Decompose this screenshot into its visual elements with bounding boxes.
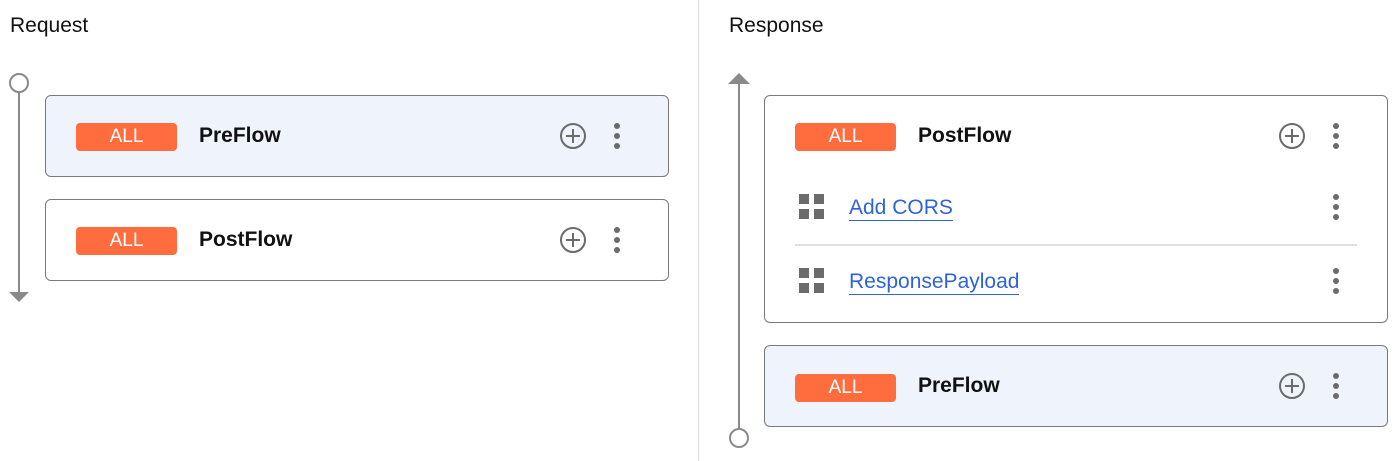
panel-divider xyxy=(698,0,699,461)
arrow-down-icon xyxy=(9,292,29,302)
step-divider xyxy=(795,244,1357,246)
more-vert-icon[interactable] xyxy=(613,123,621,151)
more-vert-icon[interactable] xyxy=(613,227,621,255)
timeline-line xyxy=(738,84,740,429)
arrow-up-icon xyxy=(728,73,750,84)
method-badge: ALL xyxy=(795,123,896,151)
add-circle-icon[interactable] xyxy=(1279,123,1305,149)
method-badge: ALL xyxy=(76,123,177,151)
flow-name: PreFlow xyxy=(199,124,281,147)
request-title: Request xyxy=(10,14,89,37)
flow-start-circle-icon xyxy=(9,73,29,93)
flow-name: PostFlow xyxy=(918,124,1012,147)
policy-grid-icon xyxy=(799,194,825,220)
more-vert-icon[interactable] xyxy=(1332,194,1340,222)
more-vert-icon[interactable] xyxy=(1332,123,1340,151)
flow-name: PreFlow xyxy=(918,374,1000,397)
step-link-response-payload[interactable]: ResponsePayload xyxy=(849,270,1020,295)
policy-grid-icon xyxy=(799,268,825,294)
method-badge: ALL xyxy=(76,227,177,255)
response-postflow-card[interactable]: ALL PostFlow Add CORS ResponsePayload xyxy=(764,95,1388,323)
more-vert-icon[interactable] xyxy=(1332,268,1340,296)
flow-name: PostFlow xyxy=(199,228,293,251)
more-vert-icon[interactable] xyxy=(1332,373,1340,401)
request-preflow-card[interactable]: ALL PreFlow xyxy=(45,95,669,177)
add-circle-icon[interactable] xyxy=(560,123,586,149)
response-title: Response xyxy=(729,14,824,37)
add-circle-icon[interactable] xyxy=(1279,373,1305,399)
method-badge: ALL xyxy=(795,374,896,402)
timeline-line xyxy=(18,93,20,293)
flow-start-circle-icon xyxy=(729,428,749,448)
response-preflow-card[interactable]: ALL PreFlow xyxy=(764,345,1388,427)
step-link-add-cors[interactable]: Add CORS xyxy=(849,196,953,221)
request-postflow-card[interactable]: ALL PostFlow xyxy=(45,199,669,281)
add-circle-icon[interactable] xyxy=(560,227,586,253)
